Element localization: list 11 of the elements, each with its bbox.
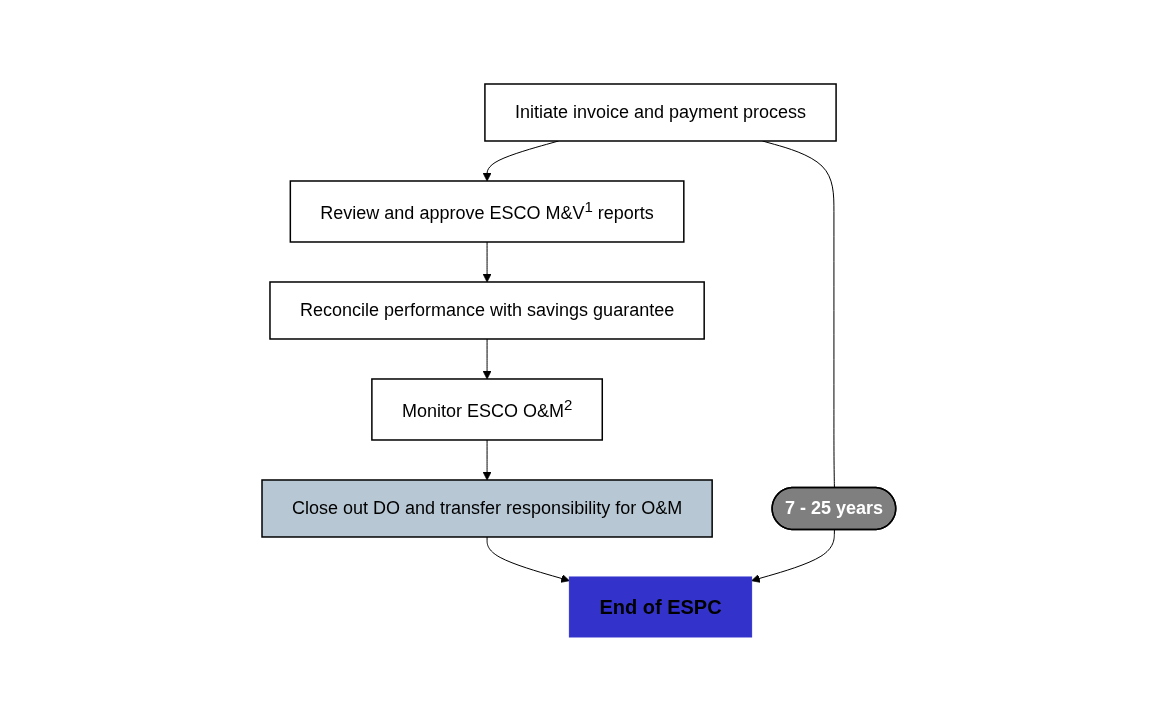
arrow (750, 529, 835, 583)
arrow (482, 241, 492, 283)
node-box: Review and approve ESCO M&V$^{1}$ reports (289, 180, 685, 243)
arrow (482, 338, 492, 380)
node-box: Monitor ESCO O&M$^{2}$ (370, 378, 603, 441)
node-box: Reconcile performance with savings guarantee (268, 281, 705, 340)
node-box: End of ESPC (568, 576, 752, 638)
node-box: Close out DO and transfer responsibility for O&M (260, 479, 713, 538)
arrow (482, 439, 492, 481)
node-box: Initiate invoice and payment process (483, 83, 837, 142)
arrow (486, 536, 570, 583)
